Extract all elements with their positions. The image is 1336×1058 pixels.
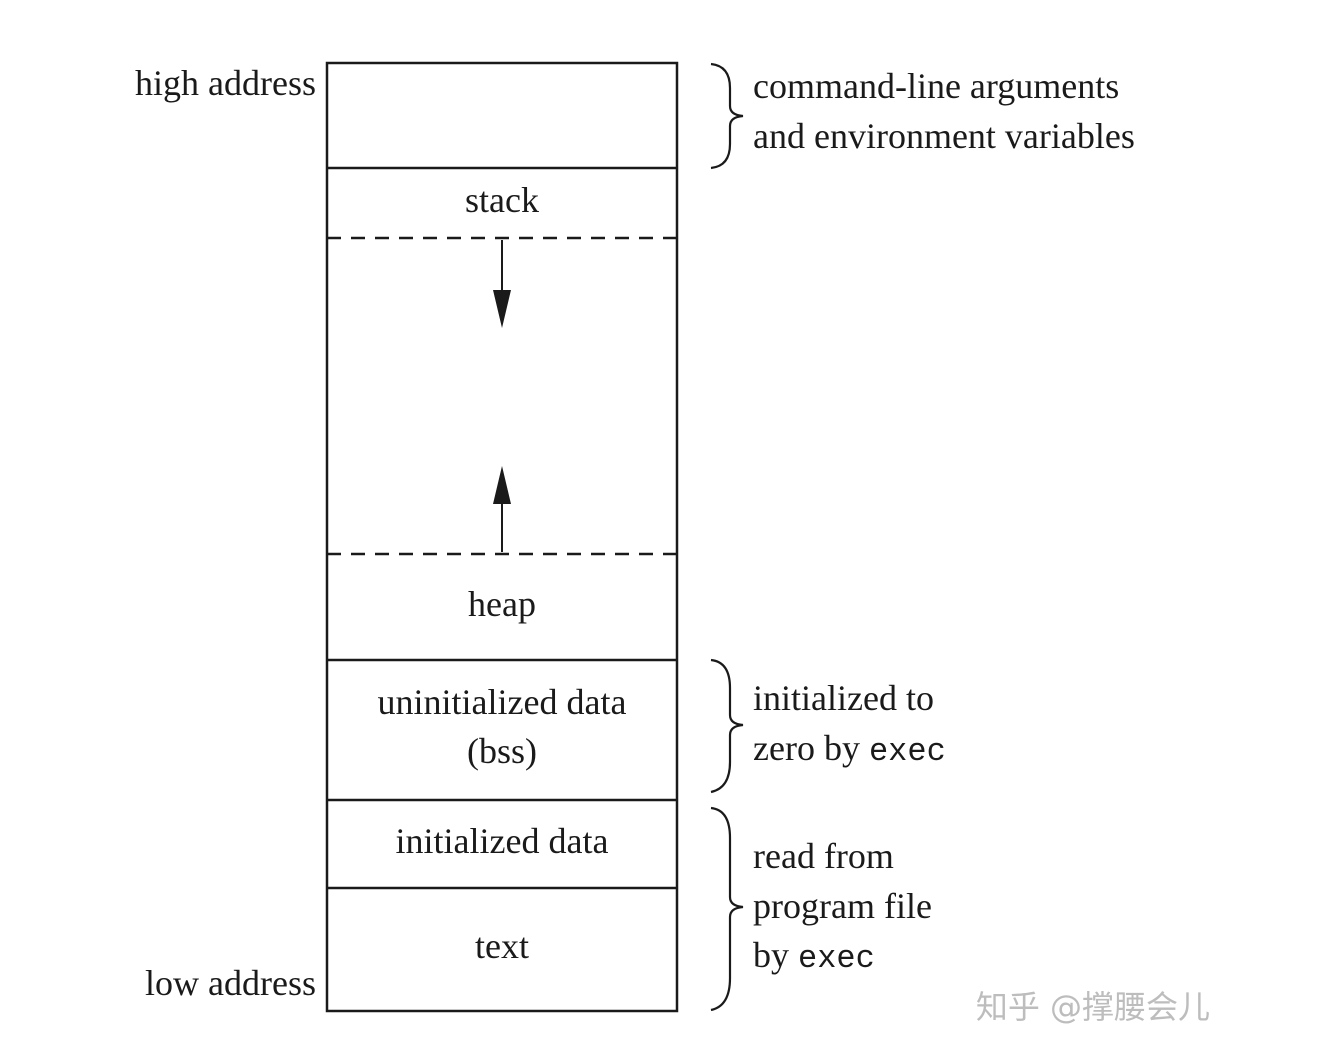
bss-annotation-line1: initialized to: [753, 678, 934, 718]
high-address-label: high address: [135, 63, 316, 103]
stack-segment-label: stack: [465, 180, 539, 220]
watermark-text: 知乎 @撑腰会儿: [976, 988, 1210, 1026]
args-env-annotation-line2: and environment variables: [753, 116, 1135, 156]
bss-annotation-line2: zero by exec: [753, 728, 946, 770]
low-address-label: low address: [145, 963, 316, 1003]
heap-segment-label: heap: [468, 584, 536, 624]
program-file-annotation-line1: read from: [753, 836, 894, 876]
bss-brace-icon: [710, 658, 744, 794]
stack-growth-arrow-icon: [493, 240, 511, 328]
program-file-annotation-line3: by exec: [753, 935, 875, 977]
bss-segment-label-line2: (bss): [467, 731, 537, 771]
text-segment-label: text: [475, 926, 529, 966]
program-file-annotation-exec-code: exec: [798, 940, 875, 977]
program-file-brace-icon: [710, 806, 744, 1012]
bss-segment-label-line1: uninitialized data: [378, 682, 627, 722]
program-file-annotation-line2: program file: [753, 886, 932, 926]
initialized-data-segment-label: initialized data: [396, 821, 609, 861]
bss-annotation-line2-prefix: zero by: [753, 728, 869, 768]
args-env-brace-icon: [710, 62, 744, 170]
args-env-annotation-line1: command-line arguments: [753, 66, 1119, 106]
memory-block-outline: [325, 61, 679, 1013]
program-file-annotation-line3-prefix: by: [753, 935, 798, 975]
bss-annotation-exec-code: exec: [869, 733, 946, 770]
heap-growth-arrow-icon: [493, 466, 511, 552]
